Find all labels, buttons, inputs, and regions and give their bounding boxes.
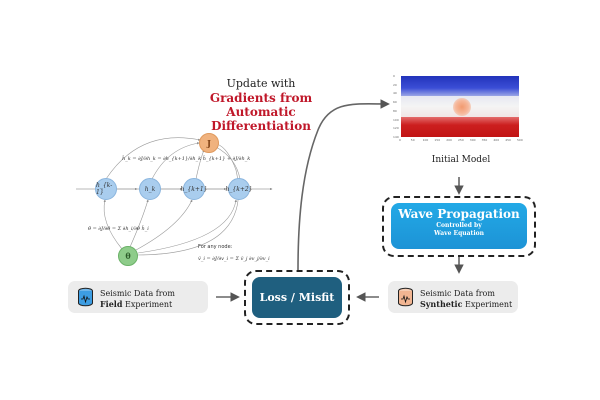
edge-h2-j [151, 142, 200, 180]
field-data-bold: Field [100, 299, 123, 309]
heatmap-x-tick: 250 [458, 138, 464, 142]
synthetic-data-text: Seismic Data from Synthetic Experiment [420, 289, 512, 310]
arrow-loss-to-initial-model [297, 99, 390, 271]
loss-misfit-box: Loss / Misfit [252, 277, 342, 318]
node-h-k-plus-2: h_{k+2} [226, 178, 253, 200]
field-data-text: Seismic Data from Field Experiment [100, 289, 175, 310]
update-title-line1: Update with [226, 77, 296, 90]
wave-propagation-sub2: Wave Equation [434, 230, 484, 237]
edge-theta-h2 [129, 199, 149, 248]
node-theta: θ [118, 246, 138, 266]
wave-propagation-sub1: Controlled by [436, 222, 482, 229]
heatmap-y-tick: 40 [393, 91, 397, 96]
heatmap-x-tick: 300 [469, 138, 476, 142]
loss-dashed-border [244, 270, 350, 325]
node-j: J [199, 133, 219, 153]
initial-model-label: Initial Model [431, 155, 491, 165]
edge-h3-j [195, 149, 205, 180]
initial-model-heatmap [401, 76, 519, 137]
edge-h4-j [215, 146, 241, 180]
field-data-rest: Experiment [122, 300, 173, 309]
node-h-k: h_k [139, 178, 161, 200]
any-node-label: For any node: [198, 244, 233, 250]
synthetic-data-bold: Synthetic [420, 299, 463, 309]
equation-any-node: v̄_i = ∂J/∂v_i = Σ v̄_j ∂v_j/∂v_i [198, 256, 270, 262]
field-data-line1: Seismic Data from [100, 289, 175, 298]
edge-h1-j [105, 137, 201, 180]
synthetic-data-card: Seismic Data from Synthetic Experiment [388, 281, 518, 313]
heatmap-y-tick: 80 [393, 108, 397, 113]
database-icon [398, 287, 413, 307]
synthetic-data-line1: Seismic Data from [420, 289, 495, 298]
update-title-line2: Gradients from [209, 91, 313, 105]
node-h-k-plus-1: h_{k+1} [181, 178, 208, 200]
heatmap-x-tick: 150 [434, 138, 441, 142]
edge-theta-h3 [135, 199, 193, 251]
heatmap-x-tick: 100 [422, 138, 429, 142]
heatmap-x-tick: 450 [505, 138, 511, 142]
wave-propagation-box: Wave Propagation Controlled by Wave Equa… [391, 203, 527, 249]
heatmap-y-tick: 120 [393, 126, 399, 131]
equation-theta-bar: θ̄ = ∂J/∂θ = Σ ∂h_i/∂θ h̄_i [88, 226, 149, 232]
heatmap-y-tick: 20 [393, 82, 397, 87]
heatmap-x-tick: 500 [517, 138, 523, 142]
database-icon [78, 287, 93, 307]
wave-propagation-dashed-border [382, 196, 536, 257]
heatmap-anomaly [453, 98, 471, 116]
wave-propagation-title: Wave Propagation [398, 207, 520, 221]
node-h-k-minus-1: h_{k-1} [95, 178, 117, 200]
heatmap-high-velocity-band [401, 117, 519, 137]
heatmap-x-tick: 350 [481, 138, 488, 142]
heatmap-x-tick: 400 [493, 138, 500, 142]
heatmap-x-tick: 200 [446, 138, 452, 142]
heatmap-y-tick: 140 [393, 135, 399, 139]
edge-theta-h1 [103, 199, 123, 250]
equation-h-bar: h̄_k = ∂J/∂h_k = ∂h_{k+1}/∂h_k h̄_{k+1} … [122, 156, 251, 162]
update-title-line3: Automatic Differentiation [211, 105, 311, 133]
field-data-card: Seismic Data from Field Experiment [68, 281, 208, 313]
heatmap-y-tick: 100 [393, 117, 399, 122]
heatmap-low-velocity-band [401, 76, 519, 96]
edge-theta-h4 [137, 199, 237, 254]
heatmap-y-tick: 60 [393, 100, 397, 105]
synthetic-data-rest: Experiment [462, 300, 513, 309]
update-title: Update with Gradients from Automatic Dif… [186, 77, 336, 133]
heatmap-y-tick: 0 [393, 74, 395, 78]
heatmap-x-tick: 0 [399, 138, 401, 142]
heatmap-x-tick: 50 [410, 138, 415, 142]
